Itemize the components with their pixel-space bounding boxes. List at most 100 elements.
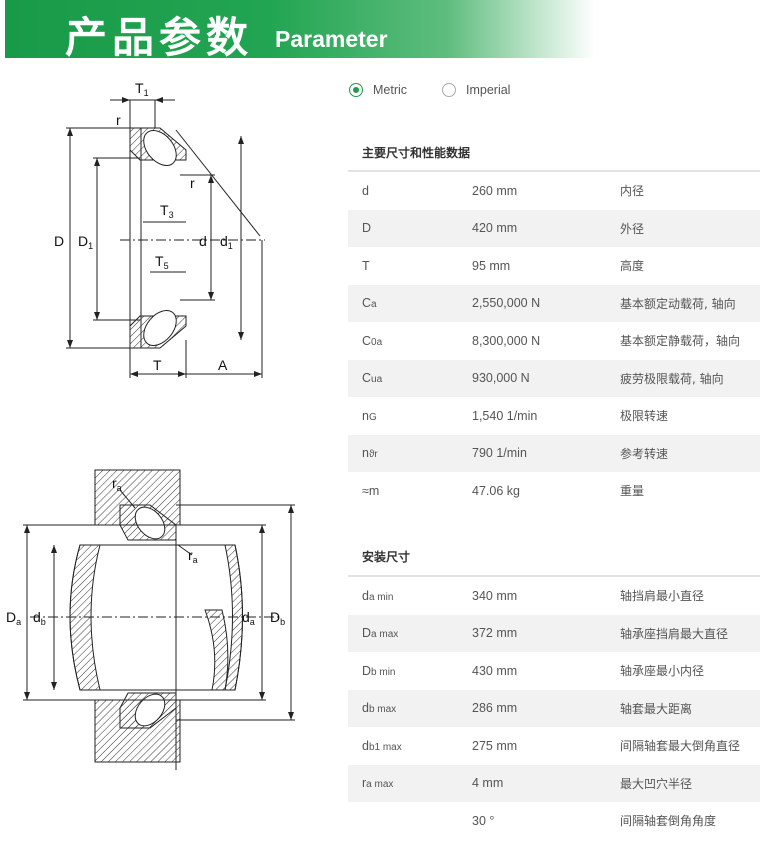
param-description: 疲劳极限载荷, 轴向 bbox=[620, 359, 760, 397]
param-value: 286 mm bbox=[472, 689, 620, 727]
param-symbol-subscript: a max bbox=[371, 629, 399, 641]
param-symbol-subscript: b max bbox=[368, 704, 397, 716]
bearing-ring-bottom bbox=[129, 310, 187, 349]
svg-text:Da: Da bbox=[6, 609, 21, 627]
param-value: 430 mm bbox=[472, 663, 518, 678]
param-value: 30 ° bbox=[472, 813, 495, 828]
param-symbol: db1 max bbox=[348, 727, 472, 765]
param-value: 340 mm bbox=[472, 588, 518, 603]
param-description: 外径 bbox=[620, 209, 760, 247]
param-symbol: Ca bbox=[348, 284, 472, 322]
param-symbol: T bbox=[348, 247, 472, 285]
param-symbol-subscript: ua bbox=[371, 374, 383, 386]
param-value: 420 mm bbox=[472, 209, 620, 247]
param-value: 47.06 kg bbox=[472, 483, 520, 498]
param-symbol-main: C bbox=[362, 296, 372, 311]
svg-text:d1: d1 bbox=[220, 233, 233, 251]
param-symbol: Cua bbox=[348, 359, 472, 397]
header-banner: 产品参数 Parameter bbox=[5, 0, 595, 62]
svg-text:T3: T3 bbox=[160, 202, 174, 220]
svg-text:r: r bbox=[190, 175, 195, 191]
section-divider bbox=[348, 575, 760, 577]
imperial-radio[interactable]: Imperial bbox=[442, 83, 510, 97]
metric-radio-label: Metric bbox=[373, 83, 408, 97]
param-value: 260 mm bbox=[472, 183, 518, 198]
param-symbol: db max bbox=[348, 689, 472, 727]
param-description: 重量 bbox=[620, 484, 645, 499]
param-description: 轴套最大距离 bbox=[620, 689, 760, 727]
param-value: 8,300,000 N bbox=[472, 333, 541, 348]
page-title: 产品参数 bbox=[65, 13, 254, 62]
param-symbol: C0a bbox=[348, 322, 472, 360]
param-value: 790 1/min bbox=[472, 434, 620, 472]
param-symbol: Db min bbox=[348, 652, 472, 690]
param-symbol-subscript: G bbox=[368, 411, 377, 423]
param-symbol-subscript: b1 max bbox=[368, 741, 402, 753]
svg-text:T5: T5 bbox=[155, 253, 169, 271]
param-symbol-main: C bbox=[362, 371, 372, 386]
param-symbol: nG bbox=[348, 397, 472, 435]
table-row: ≈m 47.06 kg 重量 bbox=[348, 472, 760, 510]
svg-text:Db: Db bbox=[270, 609, 285, 627]
param-value: 95 mm bbox=[472, 258, 511, 273]
svg-text:A: A bbox=[218, 357, 228, 373]
param-description: 轴承座挡肩最大直径 bbox=[620, 614, 760, 652]
svg-text:T1: T1 bbox=[135, 80, 149, 98]
param-symbol-main: n bbox=[362, 408, 369, 423]
metric-radio-indicator[interactable] bbox=[349, 83, 363, 97]
param-symbol-main: D bbox=[362, 663, 372, 678]
param-symbol-main: C bbox=[362, 333, 372, 348]
param-symbol-subscript: b min bbox=[371, 666, 396, 678]
param-description: 最大凹穴半径 bbox=[620, 764, 760, 802]
svg-text:d: d bbox=[199, 233, 207, 249]
param-symbol-subscript: ϑr bbox=[368, 449, 378, 461]
param-symbol-main: d bbox=[362, 588, 369, 603]
svg-text:ra: ra bbox=[112, 475, 122, 493]
mounting-section-title: 安装尺寸 bbox=[362, 550, 411, 564]
svg-text:db: db bbox=[33, 609, 46, 627]
performance-section-title: 主要尺寸和性能数据 bbox=[362, 146, 471, 160]
param-symbol bbox=[348, 802, 472, 840]
param-symbol: nϑr bbox=[348, 434, 472, 472]
param-symbol-main: ≈m bbox=[362, 483, 380, 498]
svg-text:T: T bbox=[153, 357, 162, 373]
param-description: 高度 bbox=[620, 259, 645, 274]
param-description: 极限转速 bbox=[620, 409, 669, 424]
param-description: 间隔轴套倒角角度 bbox=[620, 814, 717, 829]
param-description: 内径 bbox=[620, 184, 645, 199]
param-value: 930,000 N bbox=[472, 359, 620, 397]
metric-radio[interactable]: Metric bbox=[349, 83, 407, 97]
param-symbol: D bbox=[348, 209, 472, 247]
imperial-radio-indicator[interactable] bbox=[442, 83, 456, 97]
param-description: 基本额定动载荷, 轴向 bbox=[620, 284, 760, 322]
param-symbol: Da max bbox=[348, 614, 472, 652]
param-description: 间隔轴套最大倒角直径 bbox=[620, 739, 741, 754]
param-symbol-main: D bbox=[362, 626, 372, 641]
param-symbol-subscript: a min bbox=[368, 591, 394, 603]
param-description: 参考转速 bbox=[620, 434, 760, 472]
imperial-radio-label: Imperial bbox=[466, 83, 511, 97]
mounting-dimension-diagram: ra ra Da db da Db bbox=[6, 469, 295, 770]
param-symbol: ra max bbox=[348, 764, 472, 802]
param-value: 275 mm bbox=[472, 738, 518, 753]
param-description: 基本额定静载荷，轴向 bbox=[620, 334, 741, 349]
param-value: 4 mm bbox=[472, 764, 620, 802]
svg-text:D1: D1 bbox=[78, 233, 93, 251]
param-description: 轴承座最小内径 bbox=[620, 664, 705, 679]
param-value: 372 mm bbox=[472, 614, 620, 652]
param-symbol-subscript: a bbox=[371, 299, 377, 311]
param-symbol-subscript: a max bbox=[366, 779, 394, 791]
svg-text:D: D bbox=[54, 233, 64, 249]
